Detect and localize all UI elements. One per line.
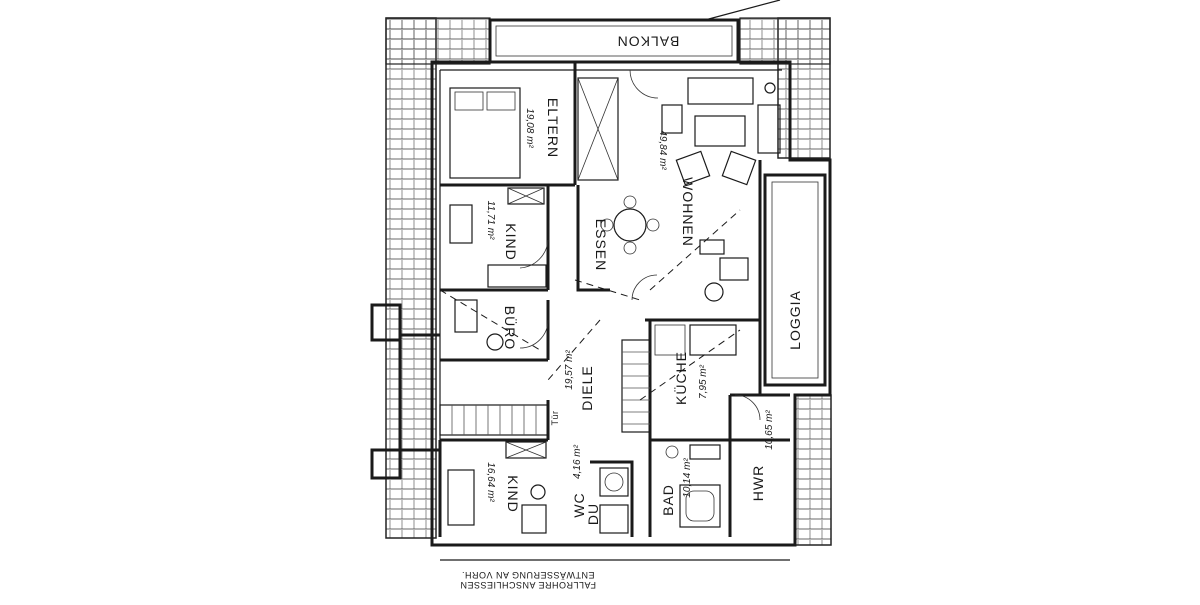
label-kind1: KIND — [503, 223, 519, 260]
label-kind1-area: 11,71 m² — [485, 201, 496, 240]
note-drain-line1: ENTWÄSSERUNG AN VORH. — [461, 570, 594, 580]
roof-left — [385, 17, 437, 539]
label-eltern-area: 19,08 m² — [524, 108, 535, 148]
label-wc-area: 4,16 m² — [572, 444, 583, 479]
label-wohnen-area: 49,84 m² — [657, 130, 668, 170]
label-loggia: LOGGIA — [787, 290, 803, 350]
label-hwr: HWR — [750, 465, 766, 501]
staircase — [439, 339, 651, 436]
balcony — [488, 18, 740, 64]
desk-kind1 — [449, 204, 473, 244]
label-door-mark: Tür — [550, 411, 560, 426]
roof-top-right — [739, 17, 831, 65]
label-wohnen: WOHNEN — [680, 177, 696, 247]
label-eltern: ELTERN — [545, 98, 561, 158]
label-balkon: BALKON — [617, 33, 680, 49]
desk-kind2 — [521, 504, 547, 534]
bed-kind1 — [487, 264, 547, 288]
label-diele: DIELE — [579, 365, 595, 410]
label-bad-area: 10,14 m² — [682, 458, 693, 498]
label-kind2-area: 16,64 m² — [485, 462, 496, 502]
outer-wall — [430, 60, 832, 547]
loggia — [763, 173, 827, 387]
desk-buero — [454, 299, 478, 333]
shower — [599, 467, 629, 497]
label-bad: BAD — [660, 484, 676, 516]
bed-kind2 — [447, 469, 475, 526]
label-wc: WC — [571, 492, 587, 517]
roof-top-left — [385, 17, 491, 65]
label-kueche: KÜCHE — [672, 351, 689, 405]
label-diele-area: 19,57 m² — [564, 350, 575, 390]
wardrobe-eltern — [577, 77, 619, 181]
label-essen: ESSEN — [593, 219, 609, 271]
label-buero: BÜRO — [502, 306, 519, 350]
label-du: DU — [585, 503, 601, 525]
label-kueche-area: 7,95 m² — [698, 364, 709, 399]
roof-right-lower — [794, 394, 832, 546]
note-drain-line2: FALLROHRE ANSCHLIESSEN — [460, 580, 596, 590]
label-hwr-area: 10,65 m² — [764, 410, 775, 450]
double-bed — [449, 87, 521, 179]
living-furniture — [661, 77, 781, 302]
label-kind2: KIND — [505, 475, 521, 512]
bathtub — [679, 484, 721, 528]
kitchen-counter — [689, 324, 737, 356]
dining-table — [600, 195, 660, 255]
